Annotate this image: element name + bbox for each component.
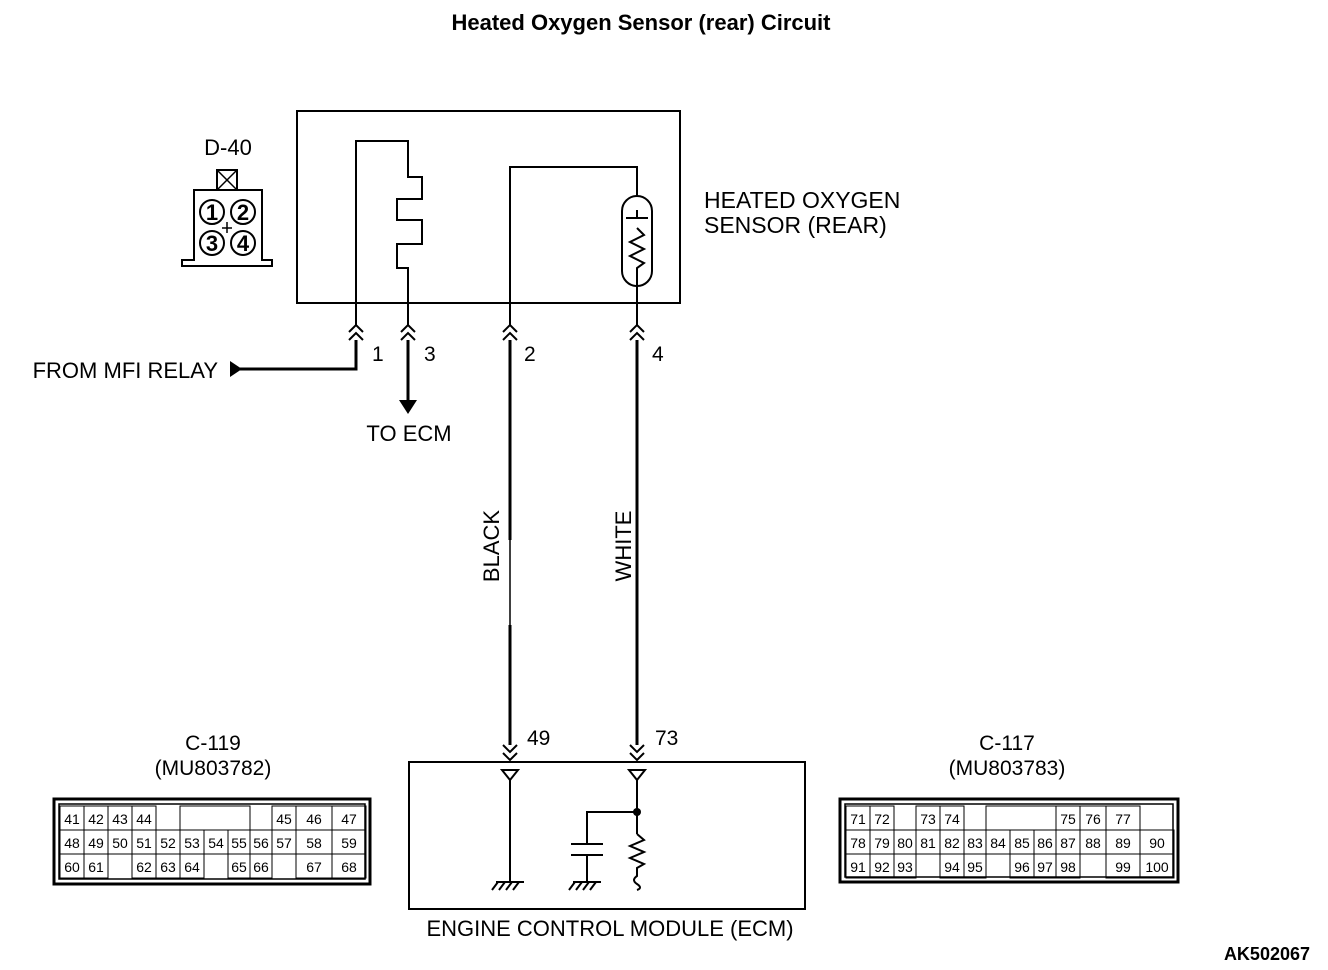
c117-pin-96: 96	[1014, 859, 1030, 875]
d40-pin-3: 3	[206, 231, 218, 256]
c117-pin-82: 82	[944, 835, 960, 851]
c119-pin-66: 66	[253, 859, 269, 875]
c117-pin-79: 79	[874, 835, 890, 851]
c117-part: (MU803783)	[949, 757, 1066, 780]
c119-part: (MU803782)	[155, 757, 272, 780]
terminal-4-label: 4	[652, 343, 664, 366]
c119-pin-60: 60	[64, 859, 80, 875]
c117-pin-95: 95	[967, 859, 983, 875]
c117-pin-84: 84	[990, 835, 1006, 851]
c119-pin-58: 58	[306, 835, 322, 851]
terminal-2-label: 2	[524, 343, 536, 366]
c119-pin-65: 65	[231, 859, 247, 875]
sensor-resistor-icon	[627, 227, 647, 286]
c119-pin-47: 47	[341, 811, 357, 827]
c117-pin-71: 71	[850, 811, 866, 827]
c117-pin-85: 85	[1014, 835, 1030, 851]
c117-pin-91: 91	[850, 859, 866, 875]
c119-pin-50: 50	[112, 835, 128, 851]
c119-pin-62: 62	[136, 859, 152, 875]
c119-pin-46: 46	[306, 811, 322, 827]
c117-pin-99: 99	[1115, 859, 1131, 875]
connector-c119: 41 42 43 44 45 46 47 48 49 50 51 52 53 54 55 56 57 58 59 60…	[52, 797, 372, 886]
c117-pin-93: 93	[897, 859, 913, 875]
c119-pin-45: 45	[276, 811, 292, 827]
to-ecm-label: TO ECM	[366, 421, 451, 446]
c117-pin-74: 74	[944, 811, 960, 827]
c119-pin-68: 68	[341, 859, 357, 875]
d40-pin-1: 1	[206, 200, 218, 225]
c119-pin-51: 51	[136, 835, 152, 851]
connector-d40-label: D-40	[204, 135, 252, 160]
figure-code: AK502067	[1224, 944, 1310, 964]
c119-pin-56: 56	[253, 835, 269, 851]
connector-c117: 71 72 73 74 75 76 77 78 79 80 81 82 83 84 85 86 87 88 89 90…	[838, 797, 1180, 884]
c119-id: C-119	[185, 732, 241, 755]
mfi-relay-wire	[240, 340, 358, 371]
terminal-3-label: 3	[424, 343, 436, 366]
ground-icon	[491, 881, 524, 891]
c117-pin-72: 72	[874, 811, 890, 827]
c117-pin-100: 100	[1145, 859, 1169, 875]
c119-pin-43: 43	[112, 811, 128, 827]
c117-pin-73: 73	[920, 811, 936, 827]
ecm-label: ENGINE CONTROL MODULE (ECM)	[426, 916, 793, 941]
c117-pin-98: 98	[1060, 859, 1076, 875]
c117-pin-92: 92	[874, 859, 890, 875]
c119-pin-64: 64	[184, 859, 200, 875]
c119-pin-54: 54	[208, 835, 224, 851]
c119-pin-53: 53	[184, 835, 200, 851]
wire-white-label: WHITE	[611, 511, 636, 582]
c119-pin-57: 57	[276, 835, 292, 851]
heater-element	[355, 140, 423, 325]
terminal-chevrons	[348, 323, 645, 341]
ecm-box	[408, 761, 806, 910]
wire-black-label: BLACK	[479, 510, 504, 582]
terminal-1-label: 1	[372, 343, 384, 366]
c117-pin-83: 83	[967, 835, 983, 851]
connector-d40-icon: 1 2 3 4	[181, 169, 273, 267]
terminal-73-label: 73	[655, 727, 678, 750]
c117-pin-77: 77	[1115, 811, 1131, 827]
c117-pin-76: 76	[1085, 811, 1101, 827]
to-ecm-arrow-icon	[399, 400, 417, 414]
c117-pin-78: 78	[850, 835, 866, 851]
c117-pin-94: 94	[944, 859, 960, 875]
capacitor-icon	[568, 843, 603, 891]
c117-pin-81: 81	[920, 835, 936, 851]
c119-pin-61: 61	[88, 859, 104, 875]
c117-id: C-117	[979, 732, 1035, 755]
c119-pin-42: 42	[88, 811, 104, 827]
c117-pin-86: 86	[1037, 835, 1053, 851]
c117-pin-97: 97	[1037, 859, 1053, 875]
c119-pin-49: 49	[88, 835, 104, 851]
c117-pin-90: 90	[1149, 835, 1165, 851]
c119-pin-59: 59	[341, 835, 357, 851]
sensor-box	[296, 110, 681, 304]
sensor-signal-wire	[509, 166, 638, 325]
c119-pin-48: 48	[64, 835, 80, 851]
c117-pin-87: 87	[1060, 835, 1076, 851]
c117-pin-89: 89	[1115, 835, 1131, 851]
d40-pin-4: 4	[237, 231, 250, 256]
c117-pin-80: 80	[897, 835, 913, 851]
ecm-resistor-icon	[627, 833, 647, 891]
mfi-relay-arrow-icon	[230, 361, 242, 377]
c117-pin-75: 75	[1060, 811, 1076, 827]
sensor-name-line1: HEATED OXYGEN	[704, 187, 900, 213]
c119-pin-41: 41	[64, 811, 80, 827]
c119-pin-63: 63	[160, 859, 176, 875]
terminal-49-label: 49	[527, 727, 550, 750]
sensor-name-line2: SENSOR (REAR)	[704, 212, 887, 238]
from-mfi-relay-label: FROM MFI RELAY	[33, 358, 219, 383]
c119-pin-52: 52	[160, 835, 176, 851]
c119-pin-55: 55	[231, 835, 247, 851]
c117-pin-88: 88	[1085, 835, 1101, 851]
c119-pin-67: 67	[306, 859, 322, 875]
diagram-title: Heated Oxygen Sensor (rear) Circuit	[451, 10, 831, 35]
c119-pin-44: 44	[136, 811, 152, 827]
d40-pin-2: 2	[237, 200, 249, 225]
